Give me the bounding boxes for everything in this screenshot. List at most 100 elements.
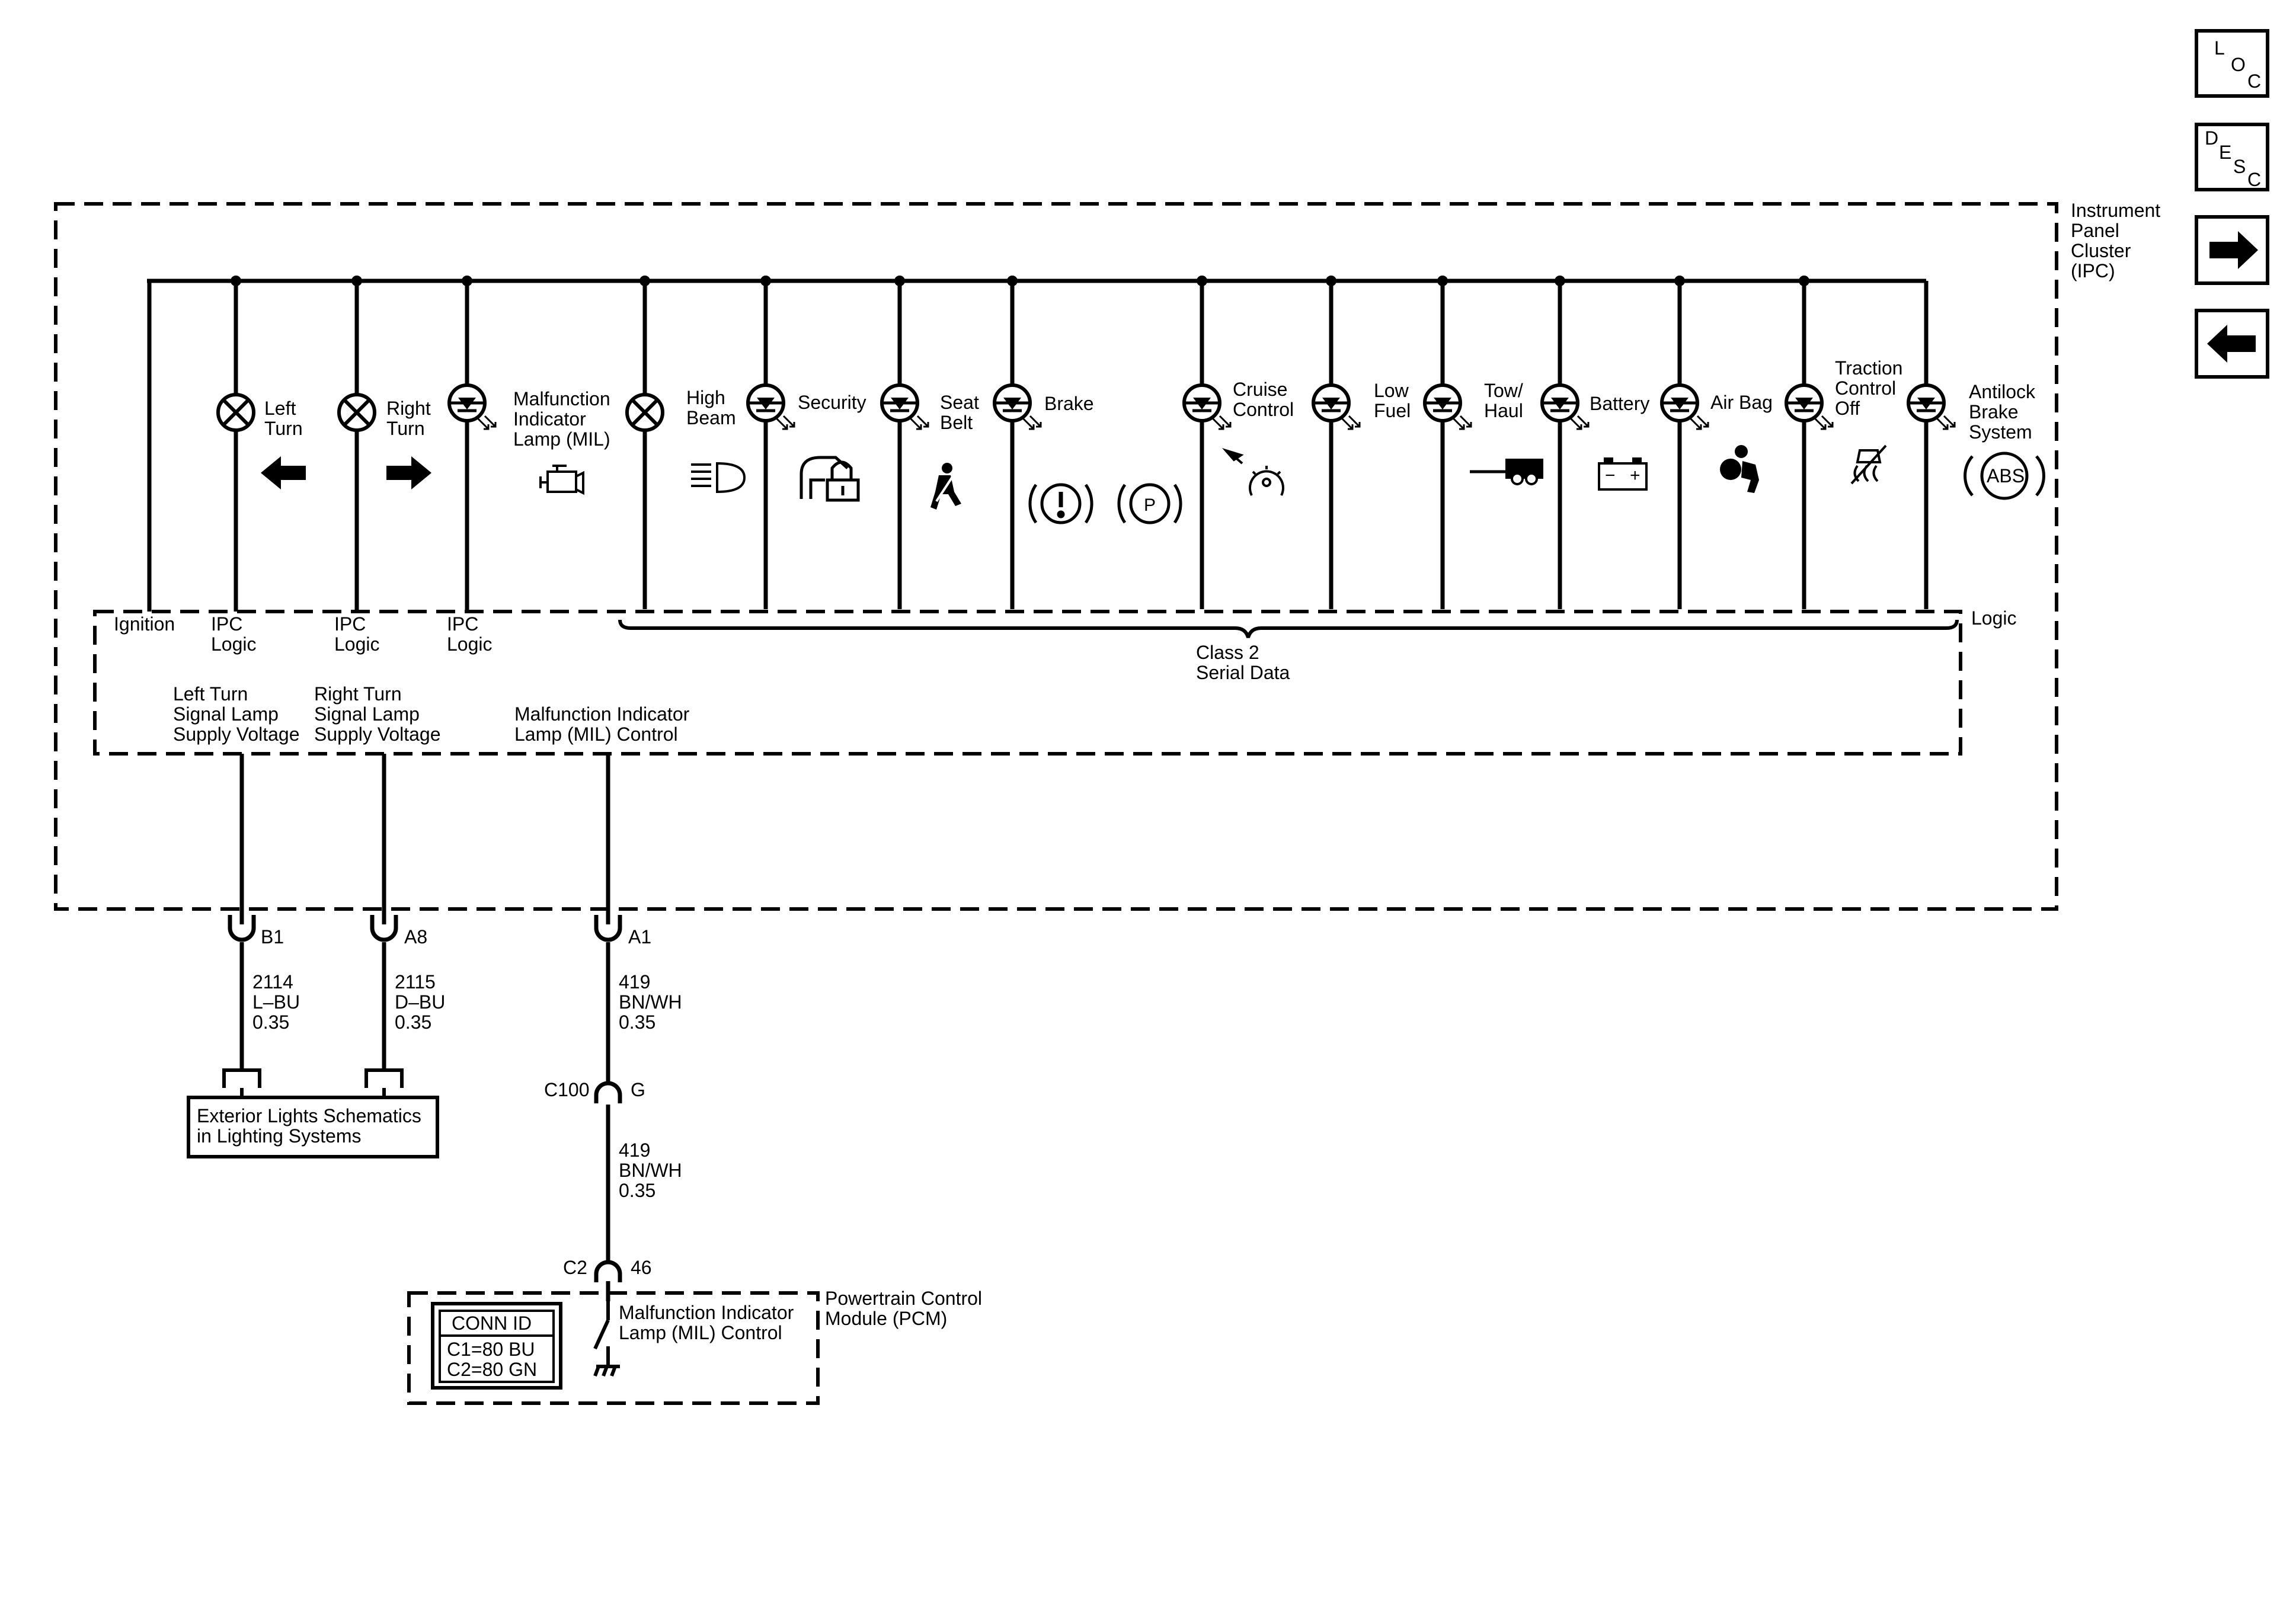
arrow-left-icon — [2207, 325, 2256, 363]
ignition-label: Ignition — [114, 613, 175, 635]
loc-letter: O — [2231, 54, 2246, 75]
battery-icon — [1598, 457, 1648, 491]
indicator-tow-haul: Tow/Haul — [1425, 380, 1543, 485]
abs-icon — [1964, 452, 2045, 500]
loc-button[interactable]: L O C — [2195, 29, 2269, 98]
indicator-brake: Brake P — [994, 385, 1182, 524]
connector-c2: C2 46 — [563, 1257, 652, 1282]
loc-letter: L — [2214, 37, 2225, 59]
svg-text:Security: Security — [798, 392, 866, 413]
desc-letter: C — [2247, 169, 2261, 190]
desc-letter: D — [2205, 127, 2218, 149]
battery-minus: − — [1605, 466, 1616, 485]
loc-letter: C — [2247, 71, 2261, 92]
tow-haul-icon — [1470, 459, 1543, 485]
svg-text:C100: C100 — [544, 1079, 590, 1100]
arrow-left-icon — [261, 456, 306, 489]
logic-label: Logic — [1971, 607, 2017, 629]
seat-belt-icon — [930, 463, 961, 510]
svg-text:G: G — [631, 1079, 645, 1100]
svg-text:Battery: Battery — [1590, 393, 1649, 414]
indicator-battery: Battery − + — [1542, 385, 1649, 491]
park-brake-icon — [1117, 483, 1182, 524]
conn-id-title: CONN ID — [452, 1313, 532, 1334]
svg-text:C2: C2 — [563, 1257, 587, 1278]
junction-dots — [231, 276, 1809, 286]
svg-text:A8: A8 — [404, 926, 427, 948]
desc-button[interactable]: D E S C — [2195, 123, 2269, 191]
svg-text:46: 46 — [631, 1257, 652, 1278]
svg-text:Brake: Brake — [1044, 393, 1094, 414]
high-beam-icon — [691, 462, 746, 494]
security-lock-icon — [800, 456, 860, 502]
arrow-right-icon — [386, 456, 431, 489]
engine-icon — [539, 465, 584, 495]
svg-text:A1: A1 — [628, 926, 651, 948]
desc-letter: S — [2233, 156, 2246, 177]
brake-warning-icon — [1028, 483, 1093, 524]
forward-button[interactable] — [2195, 215, 2269, 285]
back-button[interactable] — [2195, 309, 2269, 379]
indicator-air-bag: Air Bag — [1662, 385, 1773, 493]
logic-box — [93, 610, 1962, 756]
arrow-right-icon — [2209, 231, 2258, 269]
ipc-title: Instrument Panel Cluster (IPC) — [2071, 200, 2166, 281]
abs-icon-text: ABS — [1987, 465, 2025, 486]
mil-control-switch — [593, 1301, 620, 1377]
svg-text:Air Bag: Air Bag — [1710, 392, 1773, 413]
svg-text:Tow/Haul: Tow/Haul — [1484, 380, 1523, 421]
cruise-control-icon — [1221, 448, 1284, 496]
traction-off-icon — [1850, 444, 1887, 485]
ipc-box — [54, 202, 2058, 911]
wires — [239, 754, 610, 1301]
indicator-security: Security — [748, 385, 866, 502]
pcm-box — [407, 1291, 820, 1405]
class2-brace — [618, 619, 1959, 638]
air-bag-icon — [1720, 445, 1759, 493]
branch-lines — [147, 281, 1929, 612]
park-symbol: P — [1144, 495, 1156, 515]
battery-plus: + — [1630, 466, 1641, 485]
desc-letter: E — [2219, 142, 2231, 163]
